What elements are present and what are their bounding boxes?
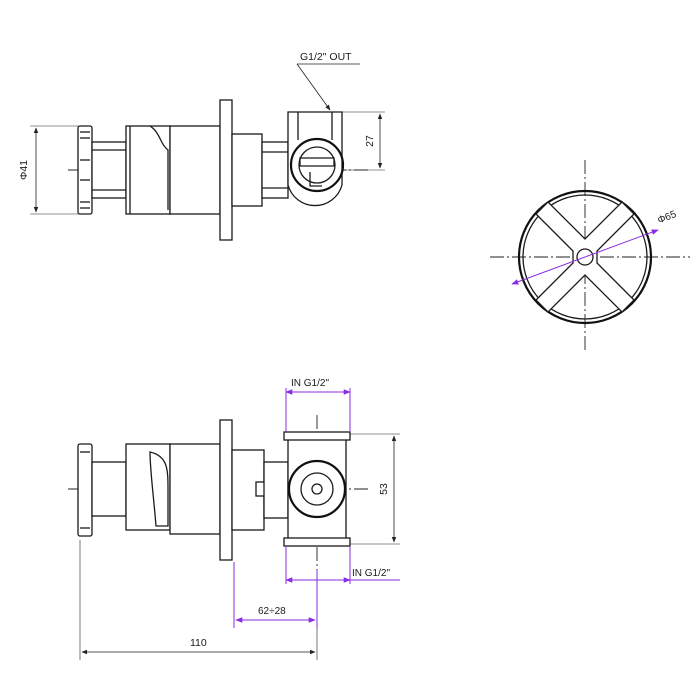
label-outlet: G1/2" OUT (300, 51, 352, 63)
top-outlet-ring (289, 137, 345, 193)
inlet-top-fitting (283, 431, 351, 441)
bottom-valve-ring (287, 459, 347, 519)
top-outlet-block (287, 111, 343, 207)
bottom-wall-flange (219, 419, 233, 561)
top-spindle (91, 141, 127, 199)
bottom-sleeve (125, 443, 171, 531)
bottom-handle (77, 443, 93, 537)
dim-wall-depth: 62÷28 (258, 606, 286, 617)
top-connector (231, 133, 263, 207)
dim-total-length: 110 (190, 637, 207, 649)
bottom-valve-body (287, 433, 347, 545)
dim-dia-handle: Φ65 (656, 209, 678, 227)
top-cover-sleeve (125, 125, 171, 215)
label-inlet-bottom: IN G1/2" (352, 568, 390, 579)
bottom-plan-view: IN G1/2" IN G1/2" 53 62÷28 110 (68, 378, 400, 660)
dim-height-body: 53 (378, 483, 390, 495)
top-connector-inner (261, 141, 289, 199)
top-side-view: Φ41 27 G1/2" OUT (18, 51, 385, 241)
label-inlet-top: IN G1/2" (291, 378, 329, 389)
dim-dia-body: Φ41 (18, 160, 30, 180)
inlet-bottom-fitting (283, 537, 351, 547)
top-wall-flange (219, 99, 233, 241)
bottom-spindle (91, 461, 127, 517)
top-body (169, 125, 221, 215)
top-handle (77, 125, 93, 215)
dim-height-outlet: 27 (364, 135, 376, 147)
front-handle-view: Φ65 (490, 160, 690, 350)
bottom-body (169, 443, 221, 535)
